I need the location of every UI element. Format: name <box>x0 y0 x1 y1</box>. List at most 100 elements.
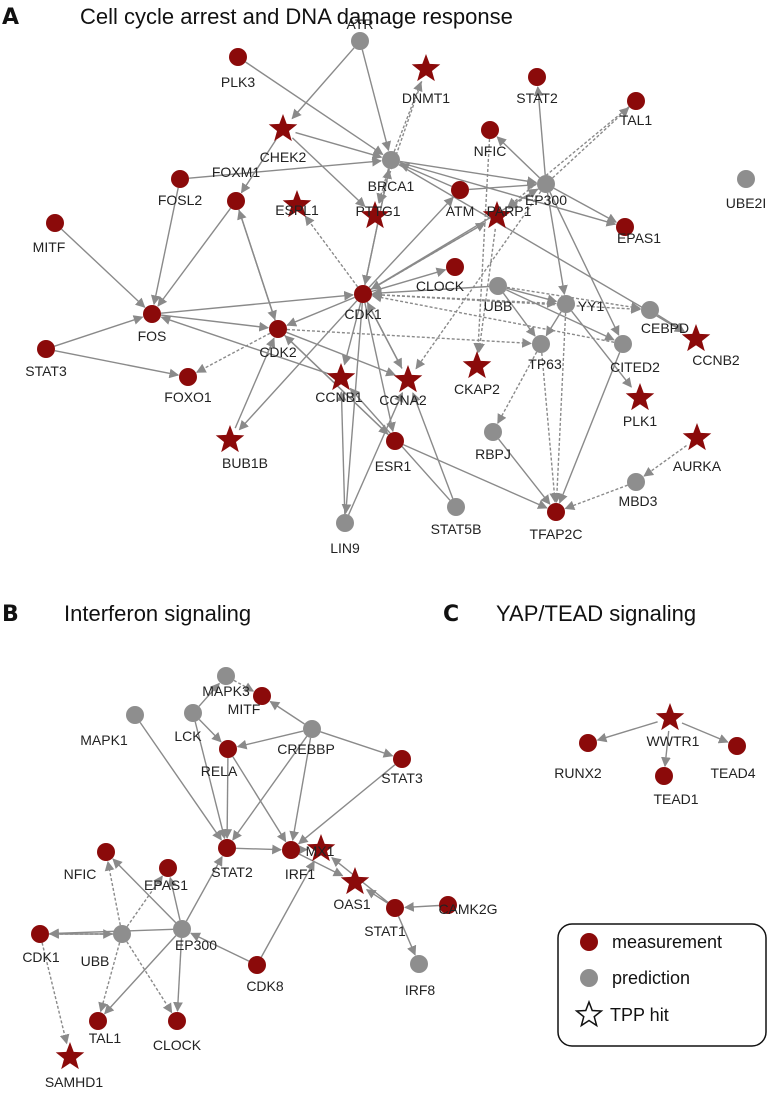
node-a-mbd3-circle <box>627 473 645 491</box>
node-b-crebbp-circle <box>303 720 321 738</box>
node-a-foxm1-label: FOXM1 <box>212 164 260 180</box>
edge-a-chek2-to-pttg1 <box>291 137 366 208</box>
node-a-yy1-label: YY1 <box>578 298 605 314</box>
edge-a-ubb-to-cebpd <box>506 286 642 312</box>
edge-a-cdk1-to-espl1 <box>304 215 359 288</box>
edge-a-brca1-to-pttg1 <box>376 168 390 204</box>
node-a-ep300-circle <box>537 175 555 193</box>
node-a-tal1-label: TAL1 <box>620 112 653 128</box>
node-a-atr-label: ATR <box>347 16 374 32</box>
edge-a-ubb-to-tp63 <box>502 292 536 337</box>
node-a-ccna2-star-icon <box>393 365 423 393</box>
edge-b-crebbp-to-rela <box>236 730 304 750</box>
node-a-pttg1-label: PTTG1 <box>355 203 400 219</box>
node-a-mitf-label: MITF <box>33 239 66 255</box>
edge-a-chek2-to-brca1 <box>295 131 383 160</box>
edge-a-tp63-to-rbpj <box>497 351 538 425</box>
node-b-ep300-label: EP300 <box>175 937 217 953</box>
node-a-rbpj-circle <box>484 423 502 441</box>
edge-a-atm-to-brca1 <box>399 163 452 188</box>
node-b-crebbp-label: CREBBP <box>277 741 335 757</box>
node-a-espl1-star-icon <box>282 190 312 218</box>
node-a-ccnb1-label: CCNB1 <box>315 389 363 405</box>
edge-c-wwtr1-to-runx2 <box>596 721 658 743</box>
node-a-atr-circle <box>351 32 369 50</box>
edge-a-cdk2-to-foxo1 <box>195 332 271 373</box>
node-a-nfic-label: NFIC <box>474 143 507 159</box>
panel-b-letter: B <box>2 602 19 627</box>
legend-tpp-label: TPP hit <box>610 1005 669 1025</box>
node-b-stat2-label: STAT2 <box>211 864 253 880</box>
node-a-stat5b-label: STAT5B <box>431 521 482 537</box>
edge-a-cited2-to-cdk1 <box>371 292 615 343</box>
edge-b-ubb-to-tal1 <box>98 942 121 1013</box>
node-a-brca1-circle <box>382 151 400 169</box>
edge-a-ubb-to-yy1 <box>506 287 558 304</box>
node-b-stat1-label: STAT1 <box>364 923 406 939</box>
node-c-runx2-label: RUNX2 <box>554 765 602 781</box>
edge-c-wwtr1-to-tead4 <box>681 722 729 744</box>
node-a-epas1-label: EPAS1 <box>617 230 661 246</box>
legend-box <box>557 923 767 1047</box>
node-a-cebpd-circle <box>641 301 659 319</box>
node-a-ckap2-label: CKAP2 <box>454 381 500 397</box>
edge-a-chek2-to-foxm1 <box>240 139 277 194</box>
edge-a-mitf-to-fos <box>61 228 146 308</box>
edge-a-tal1-to-parp1 <box>507 106 630 208</box>
legend-prediction-label: prediction <box>612 968 690 988</box>
node-b-mapk3-circle <box>217 667 235 685</box>
node-b-nfic-label: NFIC <box>64 866 97 882</box>
edge-a-dnmt1-to-pttg1 <box>377 81 423 204</box>
node-c-wwtr1-star-icon <box>655 703 685 731</box>
node-a-ubb-label: UBB <box>484 298 513 314</box>
node-a-fosl2-circle <box>171 170 189 188</box>
node-a-cdk2-label: CDK2 <box>259 344 297 360</box>
node-b-mitf-label: MITF <box>228 701 261 717</box>
edge-b-mapk1-to-stat2 <box>139 722 222 841</box>
node-a-ckap2-star-icon <box>462 351 492 379</box>
node-a-dnmt1-star-icon <box>411 54 441 82</box>
node-a-stat3-circle <box>37 340 55 358</box>
node-b-irf1-circle <box>282 841 300 859</box>
node-a-parp1-label: PARP1 <box>487 203 532 219</box>
node-a-stat3-label: STAT3 <box>25 363 67 379</box>
node-c-wwtr1-label: WWTR1 <box>647 733 700 749</box>
edge-a-atm-to-ep300 <box>468 180 537 191</box>
edge-a-atr-to-brca1 <box>361 49 392 152</box>
node-a-cdk1-circle <box>354 285 372 303</box>
edge-a-plk3-to-brca1 <box>245 61 384 155</box>
edge-b-ep300-to-tal1 <box>104 935 177 1015</box>
node-b-mapk3-label: MAPK3 <box>202 683 250 699</box>
node-b-cdk8-label: CDK8 <box>246 978 284 994</box>
edge-a-rbpj-to-tfap2c <box>498 438 551 505</box>
edge-a-cebpd-to-ccnb2 <box>657 314 686 333</box>
edge-b-crebbp-to-stat2 <box>232 735 308 841</box>
edge-a-cdk1-to-clock <box>371 267 447 293</box>
edge-b-stat1-to-irf8 <box>397 916 417 956</box>
node-b-samhd1-star-icon <box>55 1042 85 1070</box>
node-a-tp63-circle <box>532 335 550 353</box>
edge-a-ep300-to-nfic <box>496 136 540 179</box>
edge-b-lck-to-rela <box>198 719 222 743</box>
node-a-epas1-circle <box>616 218 634 236</box>
edge-b-cdk8-to-mx1 <box>260 860 315 958</box>
edge-a-brca1-to-dnmt1 <box>393 81 423 152</box>
edge-a-brca1-to-epas1 <box>399 161 617 227</box>
node-a-stat2-label: STAT2 <box>516 90 558 106</box>
node-a-atm-label: ATM <box>446 203 475 219</box>
node-a-esr1-label: ESR1 <box>375 458 412 474</box>
node-a-tfap2c-circle <box>547 503 565 521</box>
node-a-mitf-circle <box>46 214 64 232</box>
node-b-lck-circle <box>184 704 202 722</box>
node-a-espl1-label: ESPL1 <box>275 202 319 218</box>
edge-b-stat2-to-irf1 <box>235 844 282 855</box>
edge-a-atr-to-chek2 <box>291 47 355 120</box>
edge-b-lck-to-mapk3 <box>198 682 220 707</box>
node-a-ccna2-label: CCNA2 <box>379 392 427 408</box>
node-b-stat3-circle <box>393 750 411 768</box>
node-a-ubb-circle <box>489 277 507 295</box>
node-b-tal1-label: TAL1 <box>89 1030 122 1046</box>
edge-b-crebbp-to-irf1 <box>289 737 312 842</box>
edge-a-yy1-to-tfap2c <box>552 312 567 503</box>
